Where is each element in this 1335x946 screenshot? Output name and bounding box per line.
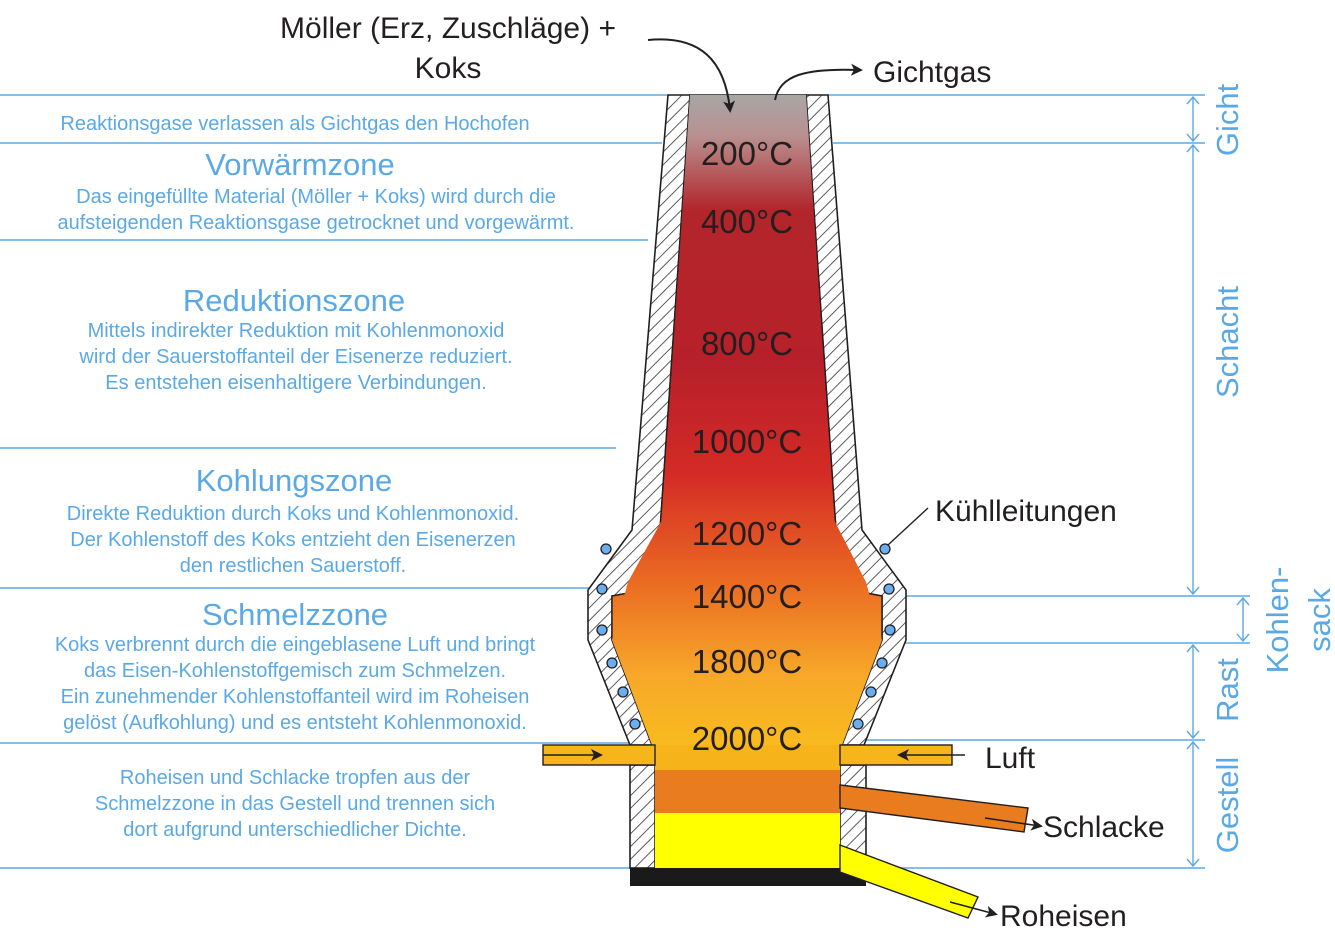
- section-hearth-label: Gestell: [1210, 757, 1245, 853]
- top-gas-arrow: [774, 63, 863, 101]
- hearth-description-line3: dort aufgrund unterschiedlicher Dichte.: [123, 819, 467, 841]
- section-brackets: [1186, 95, 1250, 868]
- top-gas-label: Gichtgas: [873, 56, 991, 89]
- temperature-label: 400°C: [701, 203, 793, 240]
- cooling-pipe: [629, 718, 641, 730]
- zone-boundary-lines: [0, 94, 1250, 869]
- slag-outlet-pipe: [839, 784, 1029, 833]
- hearth-bottom: [630, 868, 866, 886]
- hearth-description-line1: Roheisen und Schlacke tropfen aus der: [120, 767, 471, 789]
- pig-iron-layer: [655, 813, 840, 868]
- preheat-title: Vorwärmzone: [205, 147, 395, 182]
- slag-label: Schlacke: [1043, 811, 1165, 844]
- cooling-lines-label: Kühlleitungen: [935, 495, 1117, 528]
- melting-line3: Ein zunehmender Kohlenstoffanteil wird i…: [61, 686, 530, 708]
- cooling-pipe: [596, 624, 608, 636]
- melting-line2: das Eisen-Kohlenstoffgemisch zum Schmelz…: [84, 660, 506, 682]
- preheat-line1: Das eingefüllte Material (Möller + Koks)…: [76, 186, 556, 208]
- charge-label-line2: Koks: [415, 52, 482, 85]
- furnace-interior-fix: [612, 95, 882, 745]
- cooling-pipes: [596, 543, 896, 730]
- temperature-label: 2000°C: [692, 720, 802, 757]
- pig-iron-label: Roheisen: [1000, 900, 1127, 933]
- reduction-line3: Es entstehen eisenhaltigere Verbindungen…: [105, 372, 486, 394]
- preheat-line2: aufsteigenden Reaktionsgase getrocknet u…: [58, 212, 575, 234]
- bracket-hearth-tips: [1186, 740, 1200, 868]
- charge-label-line1: Möller (Erz, Zuschläge) +: [280, 12, 616, 45]
- carburizing-line1: Direkte Reduktion durch Koks und Kohlenm…: [67, 503, 519, 525]
- section-throat-label: Gicht: [1210, 83, 1245, 156]
- carburizing-line2: Der Kohlenstoff des Koks entzieht den Ei…: [70, 529, 515, 551]
- bracket-shaft-tips: [1186, 143, 1200, 596]
- melting-line4: gelöst (Aufkohlung) und es entsteht Kohl…: [63, 712, 527, 734]
- charge-arrow: [647, 38, 736, 113]
- cooling-pipe: [865, 686, 877, 698]
- melting-title: Schmelzzone: [202, 597, 388, 632]
- cooling-pipe: [617, 686, 629, 698]
- cooling-pipe: [876, 657, 888, 669]
- cooling-pipe: [606, 657, 618, 669]
- slag-arrow: [984, 817, 1043, 831]
- throat-description: Reaktionsgase verlassen als Gichtgas den…: [60, 113, 529, 135]
- temperature-label: 1000°C: [692, 423, 802, 460]
- temperature-label: 1800°C: [692, 643, 802, 680]
- section-shaft-label: Schacht: [1210, 286, 1245, 398]
- cooling-pipe: [600, 543, 612, 555]
- bracket-throat-tips: [1186, 95, 1200, 143]
- reduction-title: Reduktionszone: [183, 283, 405, 318]
- pig-iron-outlet-pipe: [839, 843, 979, 919]
- air-label: Luft: [985, 742, 1036, 775]
- reduction-line1: Mittels indirekter Reduktion mit Kohlenm…: [88, 320, 505, 342]
- temperature-label: 200°C: [701, 135, 793, 172]
- temperature-label: 1200°C: [692, 515, 802, 552]
- reduction-line2: wird der Sauerstoffanteil der Eisenerze …: [78, 346, 512, 368]
- cooling-pipe: [879, 543, 891, 555]
- section-bosh-label: Rast: [1210, 658, 1245, 722]
- hearth-description-line2: Schmelzzone in das Gestell und trennen s…: [95, 793, 495, 815]
- hearth-gas-layer: [655, 745, 840, 770]
- temperature-label: 800°C: [701, 325, 793, 362]
- cooling-pipe: [883, 583, 895, 595]
- carburizing-line3: den restlichen Sauerstoff.: [180, 555, 406, 577]
- slag-layer: [655, 770, 840, 813]
- bracket-belly-tips: [1236, 596, 1250, 643]
- cooling-pipe: [596, 583, 608, 595]
- pig-iron-arrow: [949, 901, 998, 918]
- melting-line1: Koks verbrennt durch die eingeblasene Lu…: [55, 634, 536, 656]
- hearth-wall-left: [629, 764, 656, 869]
- cooling-lines-leader: [887, 507, 929, 546]
- section-belly-label-line2: sack: [1302, 588, 1335, 652]
- bracket-bosh-tips: [1186, 643, 1200, 740]
- temperature-label: 1400°C: [692, 578, 802, 615]
- section-belly-label-line1: Kohlen-: [1260, 567, 1295, 674]
- cooling-pipe: [884, 624, 896, 636]
- carburizing-title: Kohlungszone: [196, 463, 393, 498]
- cooling-pipe: [852, 718, 864, 730]
